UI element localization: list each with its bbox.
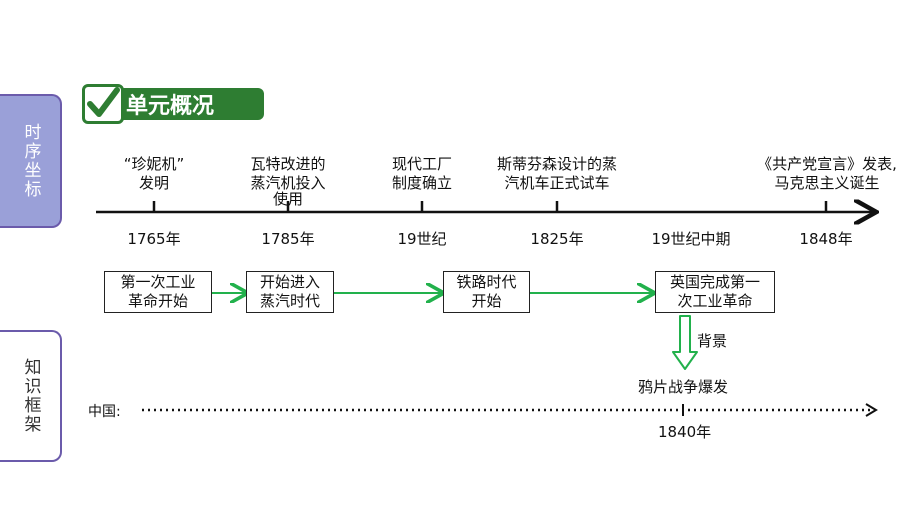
- event-spinning-jenny: “珍妮机” 发明: [123, 155, 185, 192]
- china-arrowhead: [865, 403, 878, 417]
- event-communist-manifesto: 《共产党宣言》发表, 马克思主义诞生: [757, 155, 897, 192]
- event-factory-system: 现代工厂 制度确立: [391, 155, 452, 192]
- box-steam-age: 开始进入蒸汽时代: [246, 271, 334, 313]
- sidebar-tab-timeline-label: 时序坐标: [20, 123, 41, 199]
- checkmark-icon: [82, 84, 124, 124]
- year-label: 1765年: [127, 230, 181, 248]
- event-stephenson-locomotive: 斯蒂芬森设计的蒸 汽机车正式试车: [496, 155, 617, 192]
- box-railway-age: 铁路时代开始: [443, 271, 530, 313]
- opium-war-label: 鸦片战争爆发: [638, 378, 729, 396]
- event-watt-steam-engine: 瓦特改进的 蒸汽机投入 使用: [250, 155, 326, 208]
- year-label: 1825年: [530, 230, 584, 248]
- background-label: 背景: [697, 332, 728, 350]
- year-label: 19世纪: [397, 230, 447, 248]
- year-label: 1785年: [261, 230, 315, 248]
- section-title-text: 单元概况: [126, 94, 215, 119]
- year-label: 19世纪中期: [651, 230, 731, 248]
- sidebar-tab-framework-label: 知识框架: [20, 358, 41, 434]
- year-label: 1848年: [799, 230, 853, 248]
- sidebar-tab-framework[interactable]: 知识框架: [0, 330, 62, 462]
- background-arrow: [672, 315, 698, 370]
- sidebar-tab-timeline[interactable]: 时序坐标: [0, 94, 62, 228]
- box-britain-completes-revolution: 英国完成第一次工业革命: [655, 271, 775, 313]
- china-label: 中国:: [88, 404, 121, 420]
- box-first-industrial-revolution-start: 第一次工业革命开始: [104, 271, 212, 313]
- china-year-label: 1840年: [658, 423, 712, 441]
- section-title: 单元概况: [116, 88, 264, 120]
- section-header: 单元概况: [82, 84, 264, 124]
